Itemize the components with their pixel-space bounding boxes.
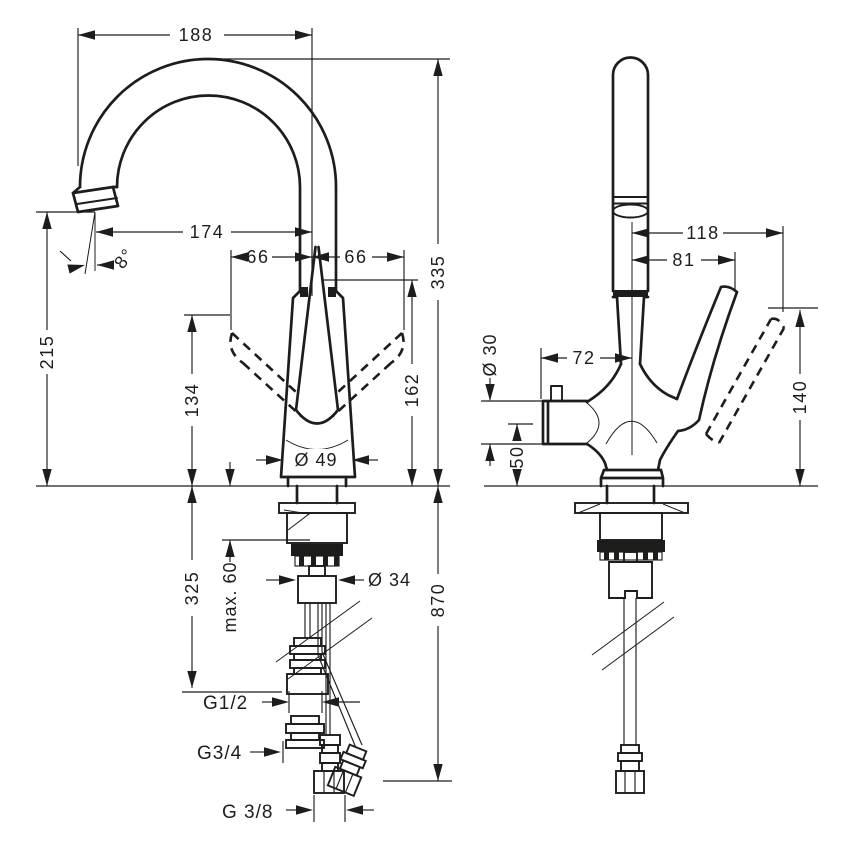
dim-outlet-height: 215	[36, 211, 95, 486]
dim-thread-g34: G3/4	[197, 741, 284, 764]
dim-label-g12: G1/2	[203, 693, 248, 714]
dim-label-325: 325	[182, 571, 202, 606]
front-undercounter-assembly	[275, 484, 373, 798]
dim-reach-lever: 81	[632, 250, 736, 292]
front-lever-dashed-right	[332, 332, 405, 417]
dim-label-118: 118	[686, 223, 720, 243]
side-faucet-outline	[541, 56, 739, 488]
dim-label-215: 215	[37, 335, 57, 370]
dim-spout-width: 188	[77, 25, 313, 296]
dim-spout-reach: 174	[96, 222, 312, 242]
dim-label-66-right: 66	[344, 247, 367, 267]
dim-label-134: 134	[182, 383, 202, 418]
dim-label-72: 72	[572, 348, 595, 368]
dim-total-height: 335	[428, 59, 448, 486]
g12-connector	[286, 637, 329, 695]
dim-label-d30: Ø 30	[480, 333, 500, 376]
dim-label-188: 188	[179, 25, 214, 45]
dim-label-870: 870	[428, 583, 448, 618]
dim-label-8deg: 8°	[110, 244, 138, 272]
front-view: 188 174 8°	[36, 25, 452, 823]
angled-hose-connector	[326, 743, 368, 798]
dim-outlet-reach: 72	[540, 348, 632, 399]
dim-label-d34: Ø 34	[368, 570, 411, 590]
dim-body-height: 162	[322, 279, 422, 486]
dim-handle-swing: 66 66	[230, 247, 405, 330]
dim-label-174: 174	[190, 222, 225, 242]
dim-label-d49: Ø 49	[294, 450, 337, 470]
dim-hose-length: 870	[383, 486, 452, 782]
dim-label-162: 162	[402, 373, 422, 408]
dim-outlet-axis-height: 50	[507, 423, 533, 486]
dim-hole-diameter: Ø 34	[266, 570, 411, 590]
side-undercounter-assembly	[574, 484, 689, 794]
dim-thread-g12: G1/2	[203, 691, 360, 714]
front-faucet-outline	[71, 57, 357, 488]
side-lever-dashed	[704, 317, 786, 445]
dim-max-deck-thickness: max. 60	[220, 462, 310, 633]
dim-thread-g38: G 3/8	[222, 795, 374, 823]
dim-label-66-left: 66	[246, 247, 269, 267]
dim-label-g38: G 3/8	[222, 802, 273, 823]
dim-outlet-diameter: Ø 30	[480, 333, 545, 466]
dim-label-50: 50	[507, 445, 527, 468]
dim-reach-tip: 118	[632, 223, 784, 312]
dim-spray-angle: 8°	[59, 211, 138, 275]
dim-lever-height: 134	[182, 314, 230, 486]
dim-label-140: 140	[790, 380, 810, 415]
dim-label-max60: max. 60	[220, 561, 240, 632]
side-hose-connector	[615, 744, 645, 794]
g34-connector	[285, 715, 325, 749]
dim-shank-length: 325	[182, 486, 282, 693]
dim-label-g34: G3/4	[197, 743, 242, 764]
dim-base-diameter: Ø 49	[256, 449, 378, 470]
dim-label-335: 335	[428, 255, 448, 290]
dim-label-81: 81	[672, 250, 695, 270]
side-view: 118 81 Ø 30 72	[480, 56, 818, 794]
front-lever-dashed-left	[229, 332, 302, 417]
dim-lever-tip-height: 140	[768, 307, 818, 486]
